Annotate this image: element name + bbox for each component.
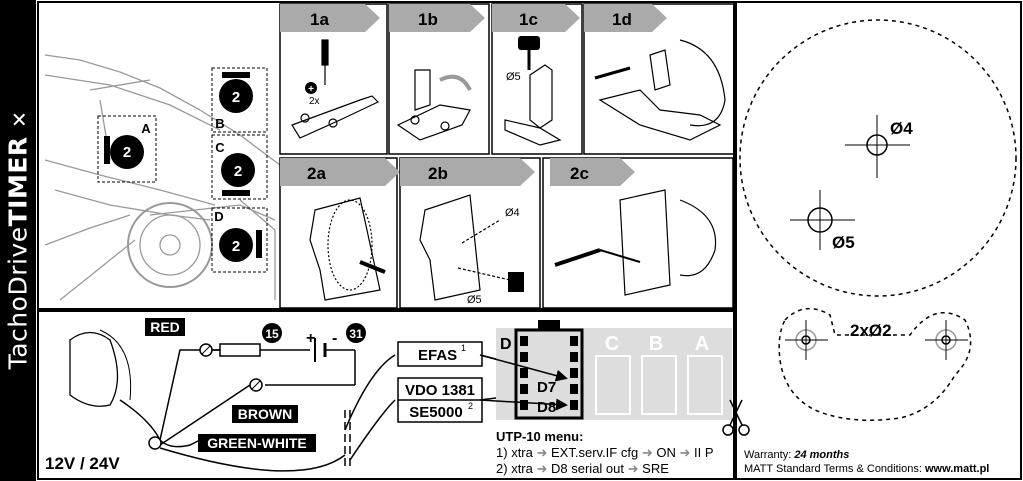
device-vdo-se: VDO 1381 SE5000 2 (397, 377, 483, 423)
terminal-15: 15 (262, 323, 282, 343)
drill-size-label-2b-5: Ø5 (467, 294, 482, 306)
step-panel-2a: 2a (279, 157, 400, 309)
warranty-text: Warranty: 24 months (744, 449, 849, 461)
step-label-1d: 1d (612, 10, 632, 29)
step-label-1c: 1c (519, 10, 538, 29)
step-label-2c: 2c (570, 164, 589, 183)
pin-label-d7: D7 (537, 379, 556, 396)
connector-label-c: C (605, 333, 619, 355)
mount-position-a: 2 A (97, 115, 157, 183)
wire-label-brown: BROWN (232, 405, 298, 423)
template-hole-label-4: Ø4 (890, 119, 913, 138)
mount-position-c: 2 C (211, 134, 268, 200)
step-panel-1a: 1a + 2x (279, 3, 388, 155)
timer-display-d: 2 (232, 238, 240, 255)
step-panel-1c: 1c Ø5 (491, 3, 583, 155)
svg-text:RED: RED (150, 319, 180, 335)
svg-text:2: 2 (468, 401, 473, 411)
scissors-icon (722, 399, 750, 436)
drill-template (739, 19, 1017, 421)
tachograph-connector-block: D C B A D7 D8 (496, 320, 732, 420)
position-label-a: A (141, 121, 151, 136)
mount-position-b: 2 B (211, 67, 268, 133)
step-panel-2b: 2b Ø4 Ø5 (399, 157, 541, 309)
step-label-2a: 2a (307, 164, 326, 183)
connector-label-d: D (500, 336, 512, 353)
position-label-d: D (214, 209, 223, 224)
mount-position-d: 2 D (211, 207, 268, 273)
menu-line-1: 1) xtra ➜ EXT.serv.IF cfg ➜ ON ➜ II P (496, 445, 714, 460)
timer-display-a: 2 (123, 144, 131, 161)
connector-label-a: A (695, 333, 709, 355)
svg-text:SE5000: SE5000 (409, 404, 462, 421)
car-interior-illustration (44, 54, 281, 301)
screw-count-note: 2x (309, 96, 320, 107)
svg-text:EFAS: EFAS (418, 347, 457, 364)
step-label-1b: 1b (418, 10, 438, 29)
device-efas: EFAS 1 (397, 341, 483, 367)
svg-text:GREEN-WHITE: GREEN-WHITE (207, 435, 307, 451)
wire-label-green-white: GREEN-WHITE (198, 434, 316, 452)
svg-text:BROWN: BROWN (238, 406, 292, 422)
drill-size-label-1c: Ø5 (506, 71, 521, 83)
menu-line-2: 2) xtra ➜ D8 serial out ➜ SRE (496, 461, 669, 476)
brand-sidebar: TachoDriveTIMER ✕ (0, 0, 36, 481)
svg-text:31: 31 (349, 327, 363, 341)
template-hole-label-5: Ø5 (832, 233, 855, 252)
menu-title: UTP-10 menu: (496, 429, 583, 444)
template-hole-label-2: 2xØ2 (850, 321, 892, 340)
svg-text:1: 1 (461, 343, 466, 353)
svg-text:15: 15 (265, 327, 279, 341)
polarity-plus: + (306, 330, 315, 347)
pin-label-d8: D8 (537, 399, 556, 416)
polarity-minus: - (332, 330, 337, 347)
step-label-1a: 1a (310, 10, 329, 29)
drill-size-label-2b-4: Ø4 (505, 207, 520, 219)
utp10-menu: UTP-10 menu: 1) xtra ➜ EXT.serv.IF cfg ➜… (496, 429, 714, 476)
connector-label-b: B (649, 333, 663, 355)
step-panel-2c: 2c (542, 157, 734, 309)
timer-display-b: 2 (232, 89, 240, 106)
step-panel-1d: 1d (583, 3, 735, 155)
terminal-31: 31 (346, 323, 366, 343)
position-label-c: C (215, 140, 225, 155)
step-panel-1b: 1b (388, 3, 490, 155)
terms-text: MATT Standard Terms & Conditions: www.ma… (744, 463, 989, 475)
svg-text:VDO 1381: VDO 1381 (405, 382, 475, 399)
svg-text:+: + (308, 84, 314, 95)
position-label-b: B (215, 116, 224, 131)
timer-display-c: 2 (234, 163, 242, 180)
wire-label-red: RED (145, 318, 185, 336)
step-label-2b: 2b (428, 164, 448, 183)
supply-voltage-label: 12V / 24V (45, 454, 120, 473)
